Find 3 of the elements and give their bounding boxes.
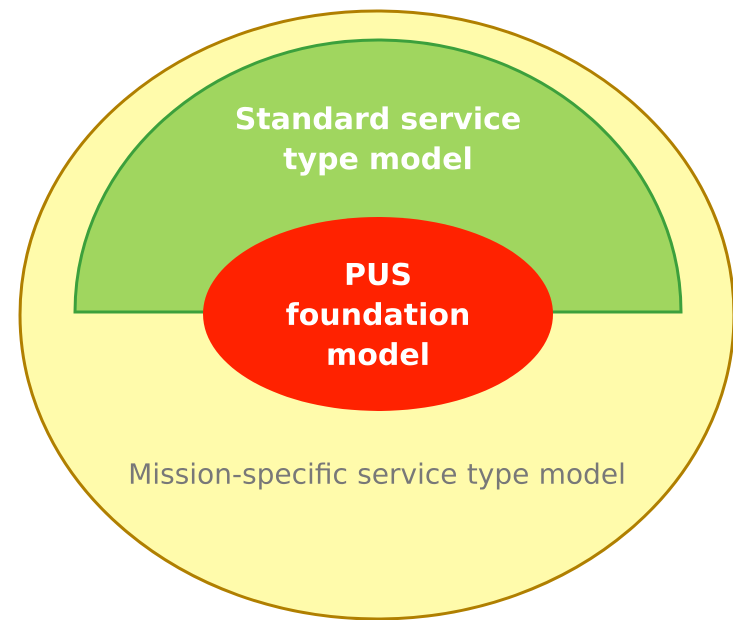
node-label: Mission-specific service type model (130, 462, 624, 490)
node-label: Standard service type model (236, 106, 520, 176)
node-label: PUS foundation model (286, 262, 468, 366)
